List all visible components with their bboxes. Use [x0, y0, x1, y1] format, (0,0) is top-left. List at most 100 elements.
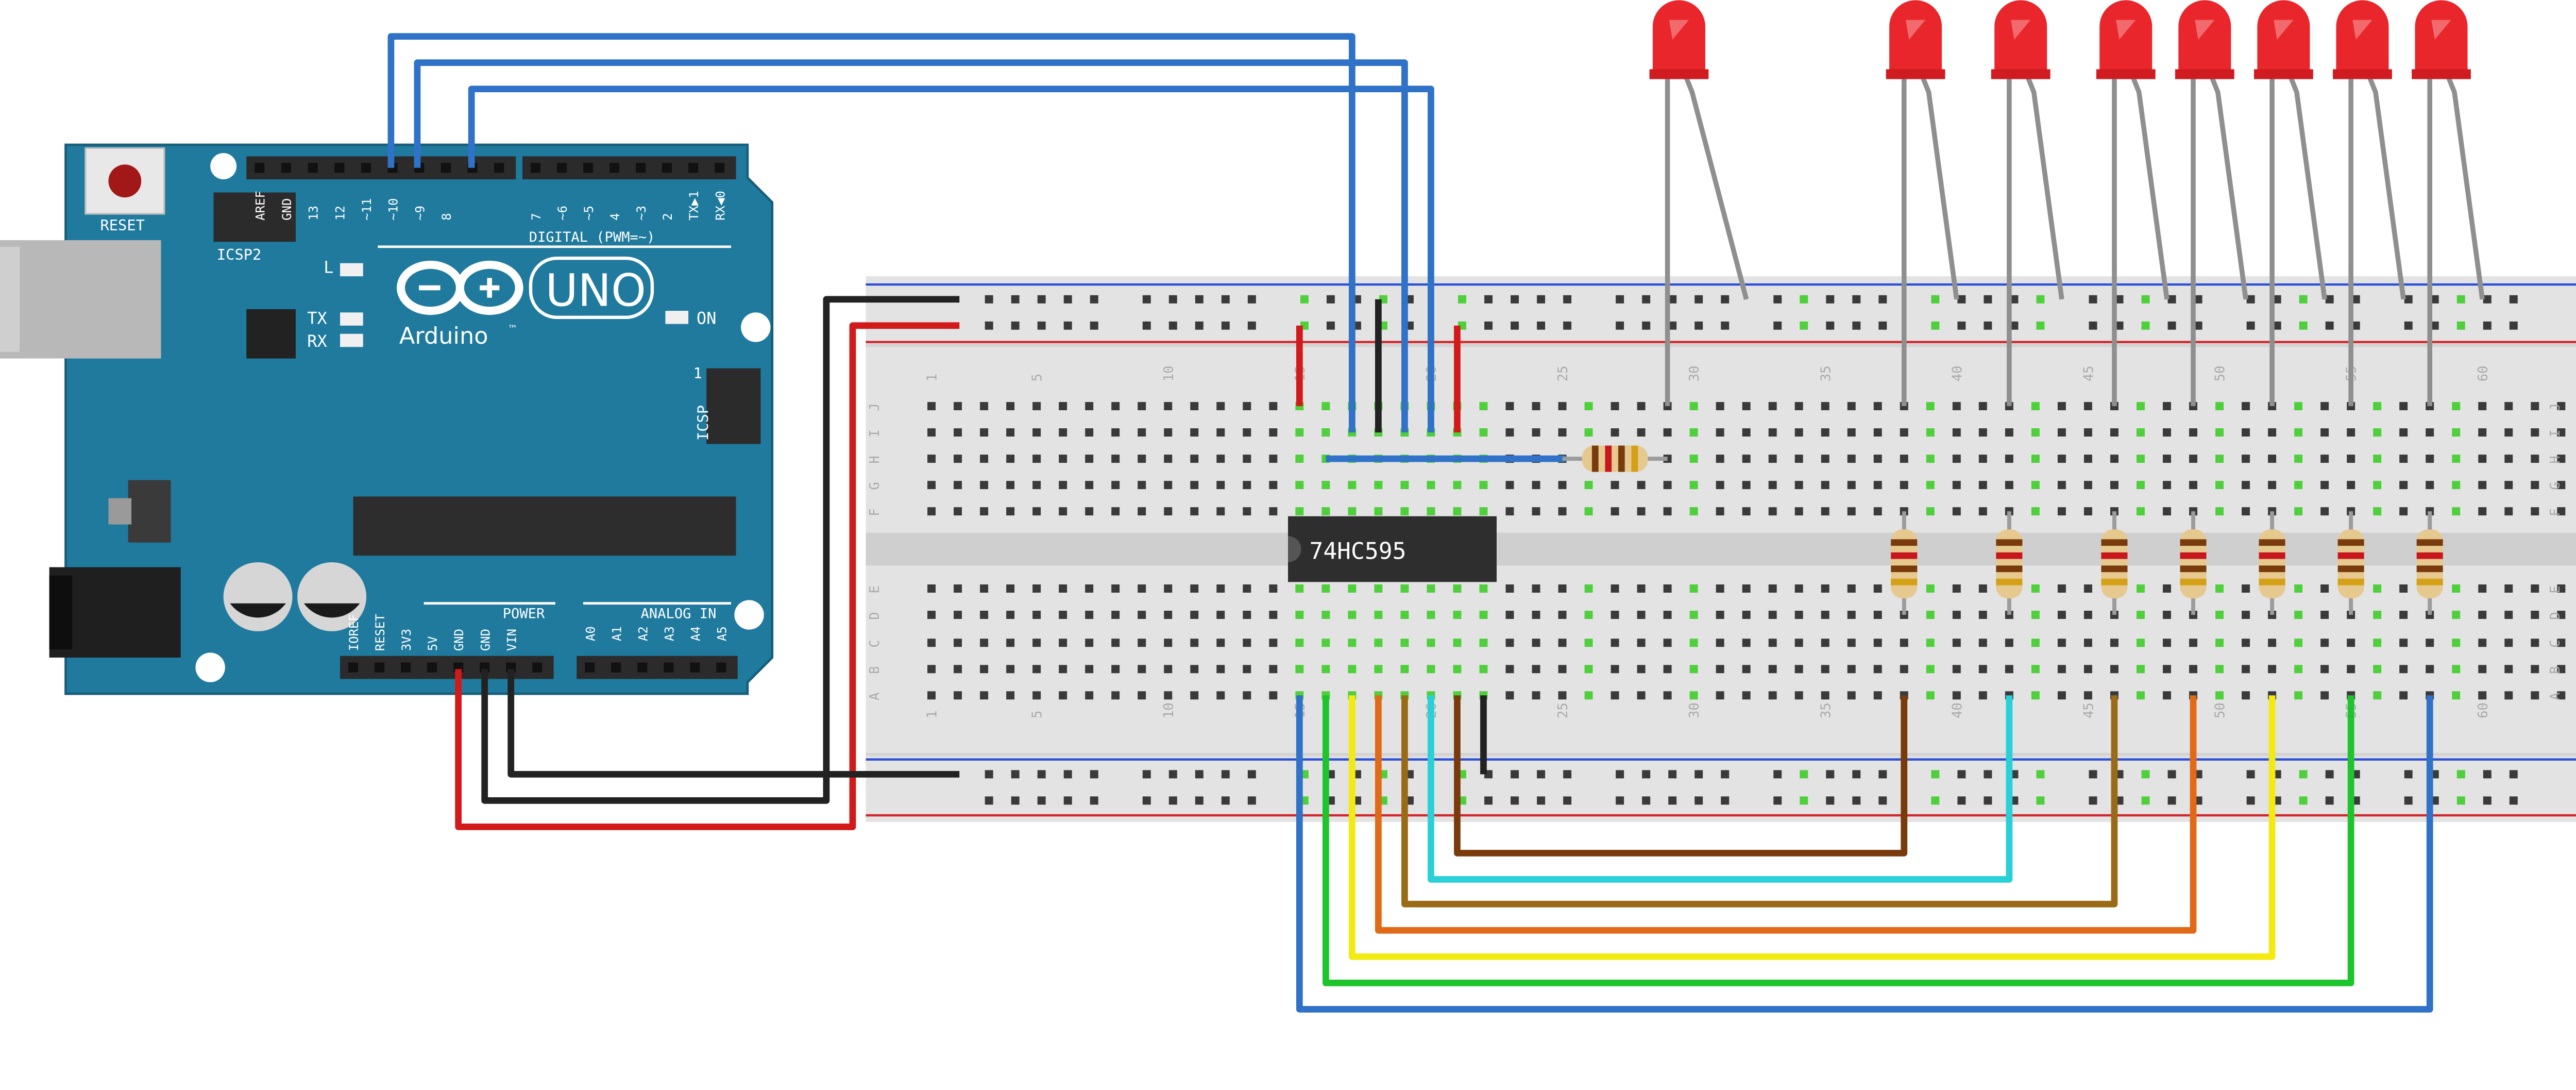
wire-q-yellow[interactable]: [1348, 695, 2276, 960]
digital-pin-label: 7: [529, 213, 544, 220]
row-letter: J: [2548, 403, 2563, 411]
digital-pin[interactable]: [688, 163, 699, 173]
breadboard-hole: [1926, 665, 1935, 674]
digital-pin[interactable]: [281, 163, 292, 173]
breadboard-hole: [2215, 455, 2224, 463]
reset-button-cap[interactable]: [108, 164, 142, 198]
analog-pin[interactable]: [611, 662, 621, 673]
breadboard-hole: [1873, 428, 1882, 437]
breadboard-hole: [2399, 455, 2408, 463]
breadboard-hole: [1716, 665, 1724, 674]
analog-pin[interactable]: [585, 662, 595, 673]
breadboard-hole: [1978, 691, 1987, 700]
wire-q-blue[interactable]: [1296, 695, 2433, 1013]
digital-pin[interactable]: [494, 163, 504, 173]
rail-hole: [1773, 321, 1782, 330]
wire-5v-rail[interactable]: [455, 322, 960, 830]
breadboard-hole: [1138, 665, 1146, 674]
digital-pin[interactable]: [715, 163, 725, 173]
led-body: [1994, 0, 2047, 73]
led-body: [2415, 0, 2468, 73]
digital-pin[interactable]: [308, 163, 318, 173]
breadboard-hole: [2137, 691, 2145, 700]
breadboard-hole: [2347, 428, 2355, 437]
wire-q-brown[interactable]: [1454, 695, 1908, 857]
wire-q-green[interactable]: [1322, 695, 2354, 986]
rail-hole: [2167, 796, 2176, 805]
breadboard-hole: [1584, 481, 1593, 490]
breadboard-hole: [1111, 402, 1120, 411]
wire-latch-pin11[interactable]: [414, 59, 1408, 433]
breadboard-hole: [2057, 428, 2066, 437]
breadboard-hole: [2531, 402, 2539, 411]
rail-hole: [1773, 770, 1782, 779]
analog-pin[interactable]: [664, 662, 674, 673]
wire-data-pin12[interactable]: [387, 33, 1355, 433]
power-pin[interactable]: [348, 662, 359, 673]
power-pin[interactable]: [375, 662, 385, 673]
digital-pin[interactable]: [583, 163, 594, 173]
digital-pin[interactable]: [255, 163, 265, 173]
wire-q-olive[interactable]: [1401, 695, 2118, 908]
column-number: 25: [1555, 702, 1571, 718]
rail-hole: [2036, 796, 2045, 805]
power-pin[interactable]: [532, 662, 543, 673]
analog-pin[interactable]: [637, 662, 648, 673]
led-body: [1652, 0, 1705, 73]
breadboard-hole: [1505, 507, 1514, 516]
digital-pin[interactable]: [662, 163, 672, 173]
breadboard-hole: [2478, 665, 2487, 674]
breadboard-hole: [2268, 428, 2277, 437]
breadboard-hole: [1295, 584, 1304, 593]
power-pin[interactable]: [401, 662, 411, 673]
digital-pin[interactable]: [556, 163, 567, 173]
breadboard-hole: [2083, 481, 2092, 490]
power-header: [340, 656, 554, 679]
digital-pin[interactable]: [609, 163, 620, 173]
breadboard-hole: [1505, 665, 1514, 674]
breadboard-hole: [2215, 611, 2224, 619]
resistor-band: [1891, 539, 1918, 546]
analog-pin[interactable]: [690, 662, 700, 673]
breadboard-hole: [1427, 481, 1435, 490]
wire-clock-pin9[interactable]: [468, 86, 1434, 433]
rail-hole: [2456, 796, 2465, 805]
breadboard-hole: [1584, 507, 1593, 516]
rail-hole: [1694, 295, 1703, 304]
rail-hole: [2325, 770, 2334, 779]
digital-pin[interactable]: [334, 163, 345, 173]
rail-hole: [1168, 770, 1177, 779]
rail-hole: [1195, 796, 1204, 805]
digital-pin[interactable]: [361, 163, 371, 173]
breadboard-hole: [1663, 691, 1672, 700]
breadboard-hole: [1479, 584, 1488, 593]
breadboard-hole: [1873, 507, 1882, 516]
breadboard-hole: [954, 402, 962, 411]
rail-hole: [2325, 295, 2334, 304]
wire-gnd-rail-bottom[interactable]: [507, 669, 960, 778]
rail-hole: [1721, 796, 1730, 805]
digital-pin[interactable]: [530, 163, 541, 173]
digital-pin[interactable]: [440, 163, 451, 173]
wire-gnd-rail-top[interactable]: [481, 296, 960, 804]
analog-header-label: ANALOG IN: [641, 606, 717, 622]
resistor-band: [1618, 445, 1625, 472]
digital-pin[interactable]: [636, 163, 646, 173]
wire-q-orange[interactable]: [1375, 695, 2197, 934]
power-pin[interactable]: [427, 662, 437, 673]
rail-hole: [2456, 295, 2465, 304]
led-leg-cathode: [1920, 75, 1959, 300]
breadboard-hole: [954, 665, 962, 674]
breadboard-hole: [1768, 455, 1777, 463]
row-letter: A: [867, 692, 883, 700]
rail-hole: [1011, 295, 1020, 304]
breadboard-hole: [2031, 639, 2040, 647]
breadboard-hole: [1085, 507, 1094, 516]
breadboard-hole: [2452, 584, 2461, 593]
wire-q-cyan[interactable]: [1428, 695, 2013, 883]
breadboard-hole: [1794, 507, 1803, 516]
analog-pin[interactable]: [716, 662, 726, 673]
led-l-label: L: [324, 258, 333, 277]
breadboard-hole: [1558, 691, 1567, 700]
rail-hole: [1247, 321, 1256, 330]
